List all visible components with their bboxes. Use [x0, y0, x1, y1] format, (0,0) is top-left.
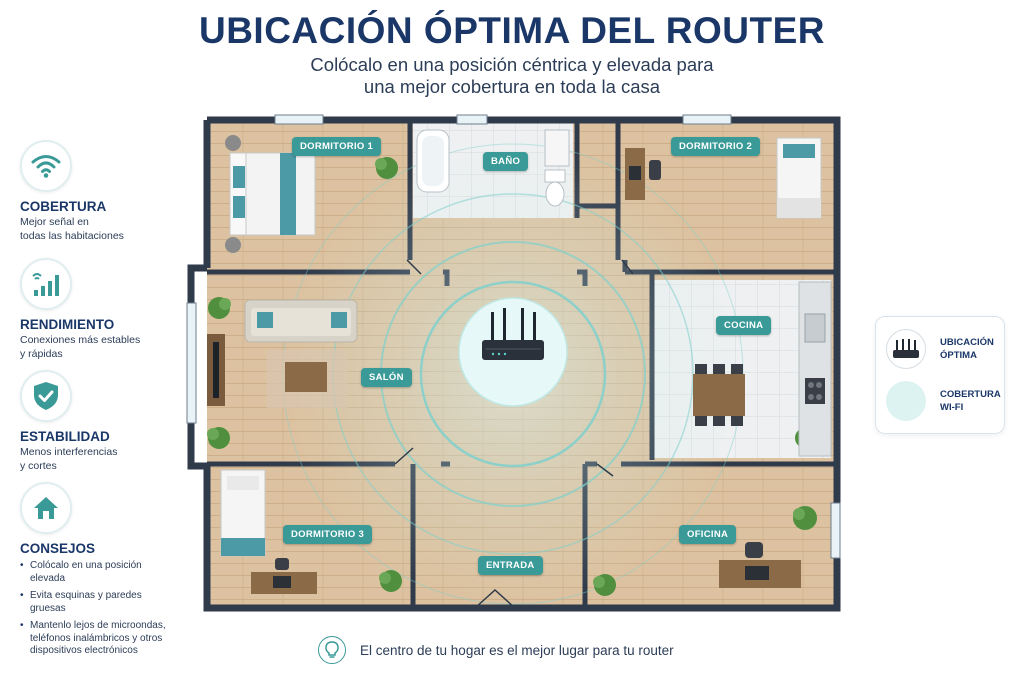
feature-title: ESTABILIDAD — [20, 429, 110, 444]
signal-bars-icon — [20, 258, 72, 310]
legend-text: COBERTURA WI-FI — [940, 388, 1001, 414]
feature-desc: Menos interferencias y cortes — [20, 446, 165, 473]
bed-dormitorio-2 — [776, 137, 822, 219]
desk-oficina — [719, 542, 801, 588]
feature-desc-line: todas las habitaciones — [20, 229, 124, 242]
wifi-icon — [20, 140, 72, 192]
feature-title: CONSEJOS — [20, 541, 96, 556]
tip-item: Mantenlo lejos de microondas, teléfonos … — [20, 620, 170, 658]
page-subtitle: Colócalo en una posición céntrica y elev… — [262, 54, 762, 98]
desk-dormitorio-3 — [251, 558, 317, 594]
footer-tip: El centro de tu hogar es el mejor lugar … — [318, 636, 674, 664]
floor-plan-drawing — [186, 114, 841, 612]
legend-item-coverage: COBERTURA WI-FI — [886, 381, 1001, 421]
bathtub — [416, 129, 450, 193]
room-label-entrada: ENTRADA — [478, 556, 543, 575]
legend-text-line: WI-FI — [940, 402, 964, 413]
subtitle-line-2: una mejor cobertura en toda la casa — [363, 76, 661, 97]
feature-desc-line: y cortes — [20, 459, 57, 472]
sofa — [244, 299, 358, 343]
coverage-swatch — [886, 381, 926, 421]
shield-check-icon — [20, 370, 72, 422]
bed-dormitorio-1 — [225, 135, 316, 253]
home-icon — [20, 482, 72, 534]
subtitle-line-1: Colócalo en una posición céntrica y elev… — [310, 54, 714, 75]
dining-table — [693, 364, 745, 426]
tv-unit — [207, 334, 225, 406]
room-label-oficina: OFICINA — [679, 525, 737, 544]
feature-title: COBERTURA — [20, 199, 107, 214]
tip-item: Evita esquinas y paredes gruesas — [20, 590, 170, 615]
feature-tips: CONSEJOS Colócalo en una posición elevad… — [20, 482, 200, 663]
floor-plan: DORMITORIO 1 BAÑO DORMITORIO 2 SALÓN COC… — [185, 108, 841, 618]
feature-desc-line: Mejor señal en — [20, 216, 89, 228]
room-label-dormitorio-2: DORMITORIO 2 — [671, 137, 761, 156]
feature-desc-line: Conexiones más estables — [20, 334, 141, 346]
legend-text-line: UBICACIÓN — [940, 337, 994, 348]
feature-desc: Conexiones más estables y rápidas — [20, 334, 165, 361]
feature-desc: Mejor señal en todas las habitaciones — [20, 216, 165, 243]
coffee-table — [285, 362, 327, 392]
room-label-bano: BAÑO — [483, 152, 529, 171]
room-label-cocina: COCINA — [716, 316, 772, 335]
room-label-salon: SALÓN — [361, 368, 412, 387]
feature-desc-line: y rápidas — [20, 347, 63, 360]
feature-desc-line: Menos interferencias — [20, 446, 118, 458]
tips-list: Colócalo en una posición elevada Evita e… — [20, 560, 200, 658]
feature-coverage: COBERTURA Mejor señal en todas las habit… — [20, 140, 200, 243]
shower — [544, 129, 570, 167]
footer-text: El centro de tu hogar es el mejor lugar … — [360, 642, 674, 658]
tip-item: Colócalo en una posición elevada — [20, 560, 170, 585]
bed-dormitorio-3 — [220, 469, 266, 557]
legend-item-optimal: UBICACIÓN ÓPTIMA — [886, 329, 1000, 369]
room-label-dormitorio-3: DORMITORIO 3 — [283, 525, 373, 544]
legend-text: UBICACIÓN ÓPTIMA — [940, 336, 1000, 362]
windows — [186, 114, 841, 559]
router-icon — [482, 308, 544, 360]
toilet — [544, 169, 566, 207]
lightbulb-icon — [318, 636, 346, 664]
legend-text-line: COBERTURA — [940, 389, 1001, 400]
feature-title: RENDIMIENTO — [20, 317, 115, 332]
feature-performance: RENDIMIENTO Conexiones más estables y rá… — [20, 258, 200, 361]
room-label-dormitorio-1: DORMITORIO 1 — [292, 137, 382, 156]
desk-dormitorio-2 — [625, 148, 661, 200]
legend-text-line: ÓPTIMA — [940, 350, 977, 361]
router-icon — [886, 329, 926, 369]
doors — [394, 259, 634, 609]
legend: UBICACIÓN ÓPTIMA COBERTURA WI-FI — [875, 316, 1005, 434]
feature-stability: ESTABILIDAD Menos interferencias y corte… — [20, 370, 200, 473]
kitchen-counter — [798, 281, 832, 457]
page-title: UBICACIÓN ÓPTIMA DEL ROUTER — [198, 10, 826, 51]
